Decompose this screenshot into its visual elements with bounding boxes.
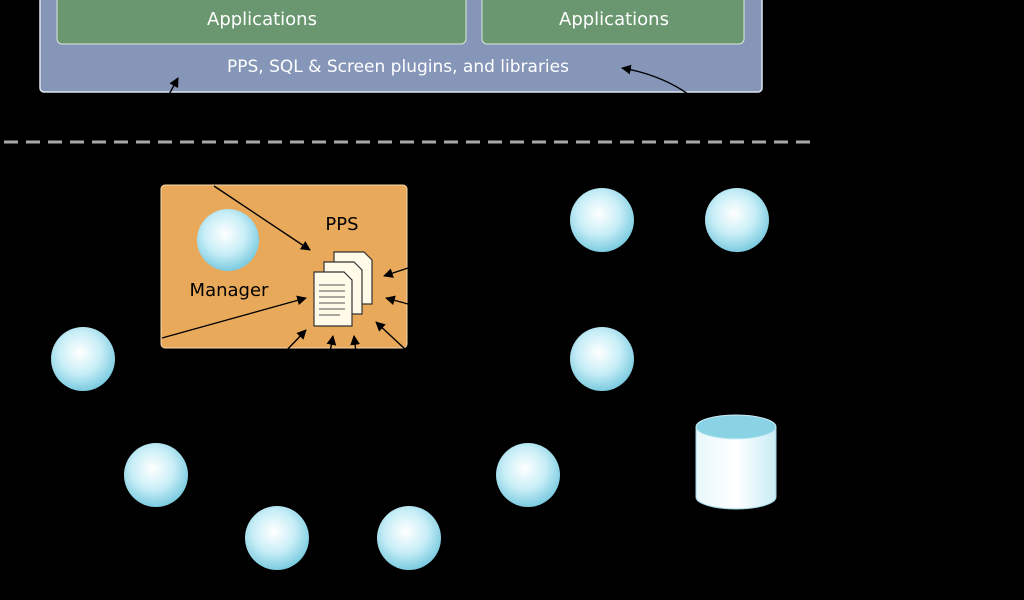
service-node-icon: [124, 443, 188, 507]
arrow-right-1: [383, 267, 409, 278]
arrow-bottom-4: [375, 321, 407, 351]
arrow-left-to-pps: [161, 295, 307, 339]
manager-node-icon: [197, 209, 259, 271]
plugins-label: PPS, SQL & Screen plugins, and libraries: [227, 57, 569, 77]
service-nodes: [51, 188, 769, 570]
pps-arrows: [161, 185, 409, 353]
top-panel: Applications Applications PPS, SQL & Scr…: [39, 0, 763, 93]
service-node-icon: [377, 506, 441, 570]
arrow-bottom-1: [284, 329, 307, 353]
arrow-bottom-2: [326, 335, 337, 353]
service-node-icon: [570, 327, 634, 391]
arrow-right-2: [385, 295, 409, 306]
manager-label: Manager: [190, 280, 269, 301]
service-node-icon: [705, 188, 769, 252]
arrow-manager-to-pps: [213, 185, 311, 251]
service-node-icon: [496, 443, 560, 507]
arrow-into-panel-right: [621, 64, 689, 95]
document-stack-icon: [313, 251, 373, 327]
applications-box-right: [481, 0, 745, 45]
arrow-bottom-3: [350, 335, 360, 353]
pps-title: PPS: [325, 214, 358, 235]
arrow-into-panel-left: [165, 77, 179, 101]
applications-label-right: Applications: [559, 9, 669, 30]
service-node-icon: [245, 506, 309, 570]
service-node-icon: [51, 327, 115, 391]
service-node-icon: [570, 188, 634, 252]
database-icon: [695, 414, 777, 510]
applications-box-left: [56, 0, 467, 45]
applications-label-left: Applications: [207, 9, 317, 30]
pps-box: PPS Manager: [160, 184, 408, 349]
